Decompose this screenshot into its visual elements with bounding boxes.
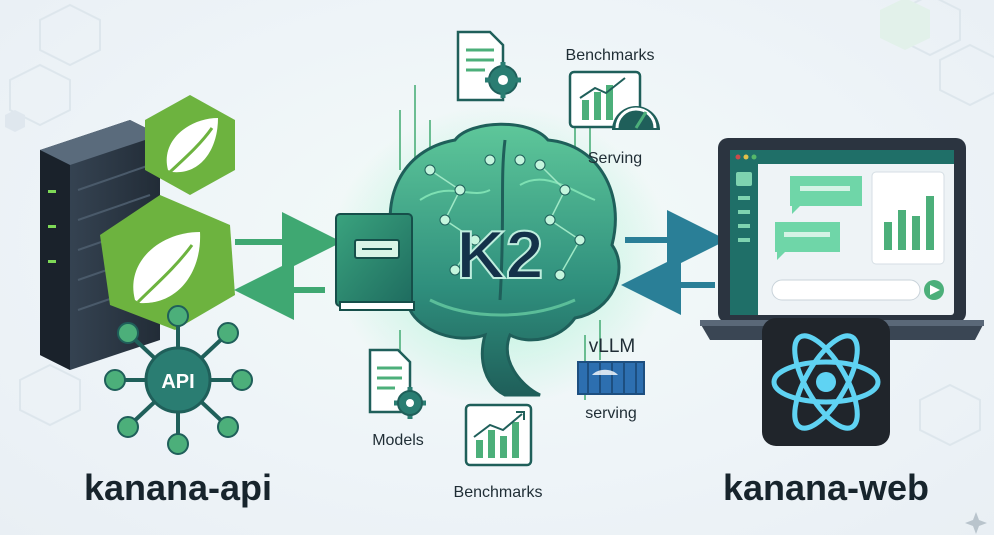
book-icon — [335, 213, 415, 311]
hexagon-filled — [880, 0, 930, 50]
brain-icon — [385, 122, 621, 397]
hexagon-filled — [5, 110, 25, 132]
benchmarks-bottom-label: Benchmarks — [454, 484, 543, 501]
kanana-api-caption: kanana-api — [84, 467, 272, 508]
models-document-gear-icon — [368, 348, 426, 419]
react-logo-icon — [762, 318, 890, 446]
benchmarks-chart-icon — [464, 403, 533, 467]
docker-container-icon — [577, 361, 645, 395]
serving-top-label: Serving — [588, 150, 642, 167]
spring-leaf-icon — [100, 195, 235, 330]
chart-gauge-icon — [568, 70, 660, 130]
sparkle-icon — [965, 512, 987, 534]
benchmarks-top-label: Benchmarks — [566, 47, 655, 64]
spring-leaf-icon — [145, 95, 235, 195]
k2-title: K2 — [457, 217, 544, 293]
models-label: Models — [372, 432, 424, 449]
kanana-web-caption: kanana-web — [723, 467, 929, 508]
document-gear-icon — [456, 30, 521, 102]
vllm-label: vLLM — [589, 336, 635, 357]
serving-bottom-label: serving — [585, 405, 637, 422]
api-badge-label: API — [161, 371, 194, 393]
api-network-icon — [104, 305, 253, 455]
laptop-icon — [700, 138, 984, 340]
